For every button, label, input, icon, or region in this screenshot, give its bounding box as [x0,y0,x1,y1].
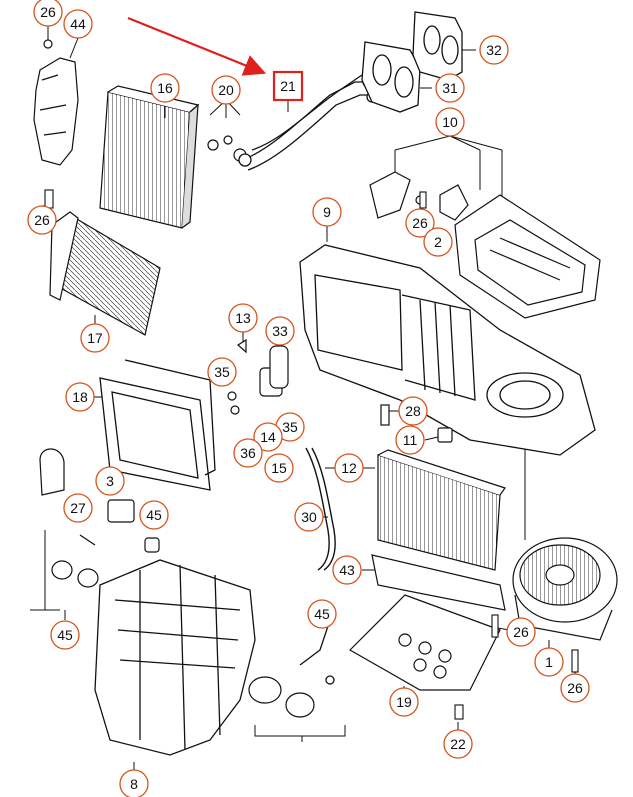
callout-label: 22 [450,736,466,752]
part-flap-housing-upper [454,194,601,319]
callout-22: 22 [443,729,473,759]
callout-31: 31 [435,73,465,103]
callout-label: 9 [323,204,331,220]
part-linkage [299,619,335,685]
callout-1: 1 [534,647,564,677]
part-blower-1 [512,537,618,641]
part-hose-30 [305,447,336,571]
part-main-housing-9 [299,244,596,456]
callout-label: 26 [412,215,428,231]
callout-label: 35 [214,364,230,380]
callout-label: 21 [280,78,296,94]
callout-label: 30 [301,509,317,525]
callout-26: 26 [560,673,590,703]
callout-label: 35 [282,419,298,435]
part-cover-plate-19 [349,594,501,691]
callout-44: 44 [63,9,93,39]
part-motors-45 [51,537,315,718]
callout-32: 32 [479,35,509,65]
part-gasket-32 [412,11,463,81]
callout-label: 19 [396,694,412,710]
callout-26: 26 [27,205,57,235]
callout-45: 45 [139,500,169,530]
callout-2: 2 [423,227,453,257]
callout-label: 45 [314,606,330,622]
callout-label: 14 [260,429,276,445]
callout-label: 45 [146,507,162,523]
part-radiator-17 [49,211,161,336]
part-gasket-31 [361,41,421,113]
callout-26: 26 [506,617,536,647]
callout-label: 36 [240,445,256,461]
callout-label: 32 [486,42,502,58]
callout-label: 2 [434,234,442,250]
callout-14: 14 [253,422,283,452]
callout-18: 18 [65,382,95,412]
callout-label: 8 [130,776,138,792]
screws [44,189,579,720]
callout-label: 15 [271,460,287,476]
callout-label: 31 [442,80,458,96]
part-pipes-21 [238,74,378,171]
part-bracket-44 [33,39,79,166]
callout-45: 45 [50,620,80,650]
callout-3: 3 [95,466,125,496]
part-evaporator-16 [99,85,200,229]
callout-17: 17 [80,323,110,353]
callout-label: 43 [339,562,355,578]
callout-30: 30 [294,502,324,532]
callout-13: 13 [228,303,258,333]
callout-label: 28 [405,403,421,419]
callout-label: 11 [403,432,418,448]
callout-16: 16 [150,73,180,103]
callout-label: 16 [157,80,173,96]
part-valve-block [227,338,289,415]
callout-label: 33 [272,323,288,339]
callout-12: 12 [334,453,364,483]
highlight-arrow [127,16,267,76]
callout-label: 3 [106,473,114,489]
callout-35: 35 [207,357,237,387]
callout-15: 15 [264,453,294,483]
callout-36: 36 [233,438,263,468]
part-lower-housing-8 [94,559,256,756]
part-sensors [39,404,453,546]
callout-19: 19 [389,687,419,717]
callout-33: 33 [265,316,295,346]
callout-27: 27 [63,493,93,523]
callout-label: 44 [70,16,86,32]
callout-label: 1 [545,654,553,670]
callout-label: 10 [442,114,458,130]
callout-label: 26 [40,4,56,20]
callout-26: 26 [33,0,63,27]
part-pollen-filter-12 [377,449,506,571]
part-filter-frame-18 [99,359,216,491]
callout-label: 12 [341,460,357,476]
callout-label: 13 [235,310,251,326]
callout-label: 20 [218,82,234,98]
callout-26: 26 [405,208,435,238]
callout-11: 11 [395,425,425,455]
callout-8: 8 [119,769,149,797]
callout-21: 21 [272,70,304,102]
part-actuators-10 [369,171,469,221]
callout-9: 9 [312,197,342,227]
callout-label: 17 [87,330,103,346]
callout-label: 45 [57,627,73,643]
callout-28: 28 [398,396,428,426]
callout-label: 27 [70,500,86,516]
callout-label: 26 [34,212,50,228]
callout-label: 26 [567,680,583,696]
callout-45: 45 [307,599,337,629]
callout-label: 18 [72,389,88,405]
part-filter-frame-43 [371,554,506,611]
callout-20: 20 [211,75,241,105]
callout-43: 43 [332,555,362,585]
callout-label: 26 [513,624,529,640]
callout-10: 10 [435,107,465,137]
